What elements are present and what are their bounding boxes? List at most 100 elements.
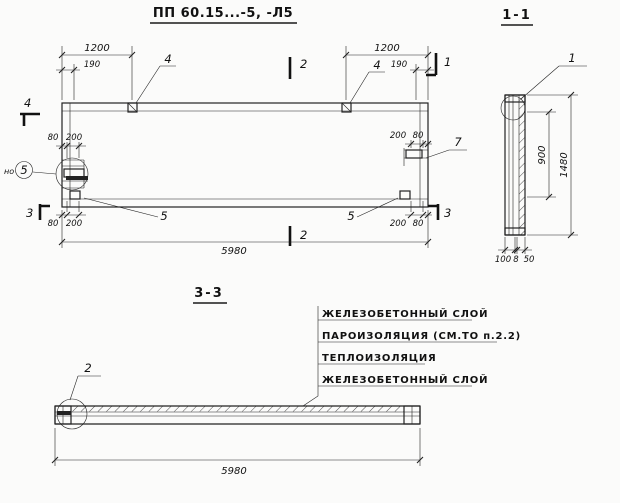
dim-total-s33: 5980 <box>221 466 246 477</box>
s33-left-end-bar <box>57 411 71 415</box>
detail-circle-5 <box>55 157 89 191</box>
label-5-left: 5 <box>160 209 167 223</box>
overall-dim-line <box>61 210 429 248</box>
callout-5: 5 <box>20 163 27 177</box>
s33-hatch-strip <box>70 406 404 412</box>
bottom-left-insert <box>69 190 81 200</box>
left-node-plate <box>63 168 85 178</box>
callout-1: 1 <box>568 51 575 65</box>
s33-outline <box>54 405 421 425</box>
panel-outline <box>61 102 429 208</box>
dim-8: 8 <box>513 255 519 265</box>
label-5-right: 5 <box>347 209 354 223</box>
right-node-plate <box>405 149 423 159</box>
section-3-3-label: 3-3 <box>194 286 224 301</box>
label-5-left-leader <box>83 197 159 218</box>
s33-dim-ticks <box>51 456 424 464</box>
dim-1200-right: 1200 <box>374 43 399 54</box>
dim-80-tl: 80 <box>48 133 59 143</box>
callout-4-left: 4 <box>164 52 171 66</box>
section-2-bottom-label: 2 <box>300 228 307 242</box>
dim-100: 100 <box>495 255 511 265</box>
panel-inner-lines <box>62 103 428 207</box>
dim-200-tl: 200 <box>66 133 82 143</box>
lifting-loop-left <box>127 102 138 113</box>
dim-200-br: 200 <box>390 219 406 229</box>
dim-80-tr: 80 <box>413 131 424 141</box>
s33-dim-lines <box>54 428 421 466</box>
dim-200-tr: 200 <box>390 131 406 141</box>
dim-80-br: 80 <box>413 219 424 229</box>
dim-50: 50 <box>524 255 535 265</box>
layer-label-concrete-top: ЖЕЛЕЗОБЕТОННЫЙ СЛОЙ <box>322 307 488 320</box>
tr-edge-ticks <box>407 140 432 148</box>
tl-edge-ticks <box>58 142 83 150</box>
section-3-left-mark <box>38 204 50 220</box>
s11-bottom-dim-ticks <box>501 246 529 254</box>
tl-edge-dim <box>56 142 86 158</box>
dim-190-right: 190 <box>391 60 407 70</box>
layer-label-vapor-barrier: ПАРОИЗОЛЯЦИЯ (СМ.ТО п.2.2) <box>322 331 521 342</box>
dim-1480: 1480 <box>559 152 570 177</box>
layer-label-insulation: ТЕПЛОИЗОЛЯЦИЯ <box>322 353 437 364</box>
callout-4-left-leader <box>135 65 176 104</box>
callout-4-right-leader <box>349 71 385 104</box>
dim-900: 900 <box>537 145 548 164</box>
top-dim-ticks <box>58 51 432 74</box>
plan-view: но 5 7 5 5 1200 1200 190 190 4 4 2 2 <box>4 43 467 257</box>
left-margin-note: но <box>4 167 14 176</box>
callout-4-right: 4 <box>373 58 380 72</box>
s11-bottom-dim-lines <box>498 237 532 254</box>
section-3-right-label: 3 <box>444 206 451 220</box>
dim-1200-left: 1200 <box>84 43 109 54</box>
dim-190-left: 190 <box>84 60 100 70</box>
s11-dim-1480-ticks <box>567 91 575 239</box>
callout-1-leader <box>520 65 587 100</box>
callout-7-leader <box>425 149 467 159</box>
dim-200-bl: 200 <box>66 219 82 229</box>
section-3-right-mark <box>428 204 440 220</box>
section-1-mark <box>426 53 438 77</box>
callout-2-leader <box>69 375 101 401</box>
view-4-label: 4 <box>24 96 31 110</box>
s11-dim-900-ticks <box>545 108 553 201</box>
callout-5-leader <box>32 171 57 175</box>
dim-total-plan: 5980 <box>221 246 246 257</box>
layer-underlines <box>318 319 497 387</box>
section-3-left-label: 3 <box>26 206 33 220</box>
s11-layer-lines <box>508 95 520 235</box>
section-1-1-label: 1-1 <box>502 8 532 23</box>
callout-7: 7 <box>454 135 462 149</box>
label-5-right-leader <box>356 197 399 218</box>
s33-right-end-block <box>403 405 421 425</box>
s11-dim-1480-lines <box>527 94 578 236</box>
left-node-lines <box>62 159 88 189</box>
page-title: ПП 60.15...-5, -Л5 <box>153 6 293 21</box>
detail-circle-2 <box>56 398 88 430</box>
s11-bottom-block <box>504 227 526 236</box>
section-1-1-view: 1 900 1480 100 8 50 <box>495 51 587 265</box>
left-node-bar <box>66 176 88 180</box>
loop-diagonals <box>127 102 352 113</box>
lifting-loop-right <box>341 102 352 113</box>
s33-layer-lines <box>55 406 420 424</box>
callout-2: 2 <box>84 361 91 375</box>
s11-hatch-layer <box>519 95 525 235</box>
view-4-mark <box>20 112 40 126</box>
layer-callout-list: ЖЕЛЕЗОБЕТОННЫЙ СЛОЙ ПАРОИЗОЛЯЦИЯ (СМ.ТО … <box>302 306 521 407</box>
s11-dim-900-lines <box>527 111 556 198</box>
section-3-3-view: 3-3 2 5980 <box>51 286 424 477</box>
layer-leader-line <box>302 306 319 407</box>
bottom-right-insert <box>399 190 411 200</box>
top-dim-lines <box>56 54 434 71</box>
detail-circle-1 <box>500 95 526 121</box>
section-2-top-label: 2 <box>300 57 307 71</box>
right-node-lines <box>403 148 428 166</box>
overall-dim-ticks <box>58 238 432 246</box>
s11-top-block <box>504 94 526 103</box>
section-1-label: 1 <box>444 55 451 69</box>
bl-edge-dim <box>56 201 86 216</box>
callout-5-circle <box>15 161 33 179</box>
